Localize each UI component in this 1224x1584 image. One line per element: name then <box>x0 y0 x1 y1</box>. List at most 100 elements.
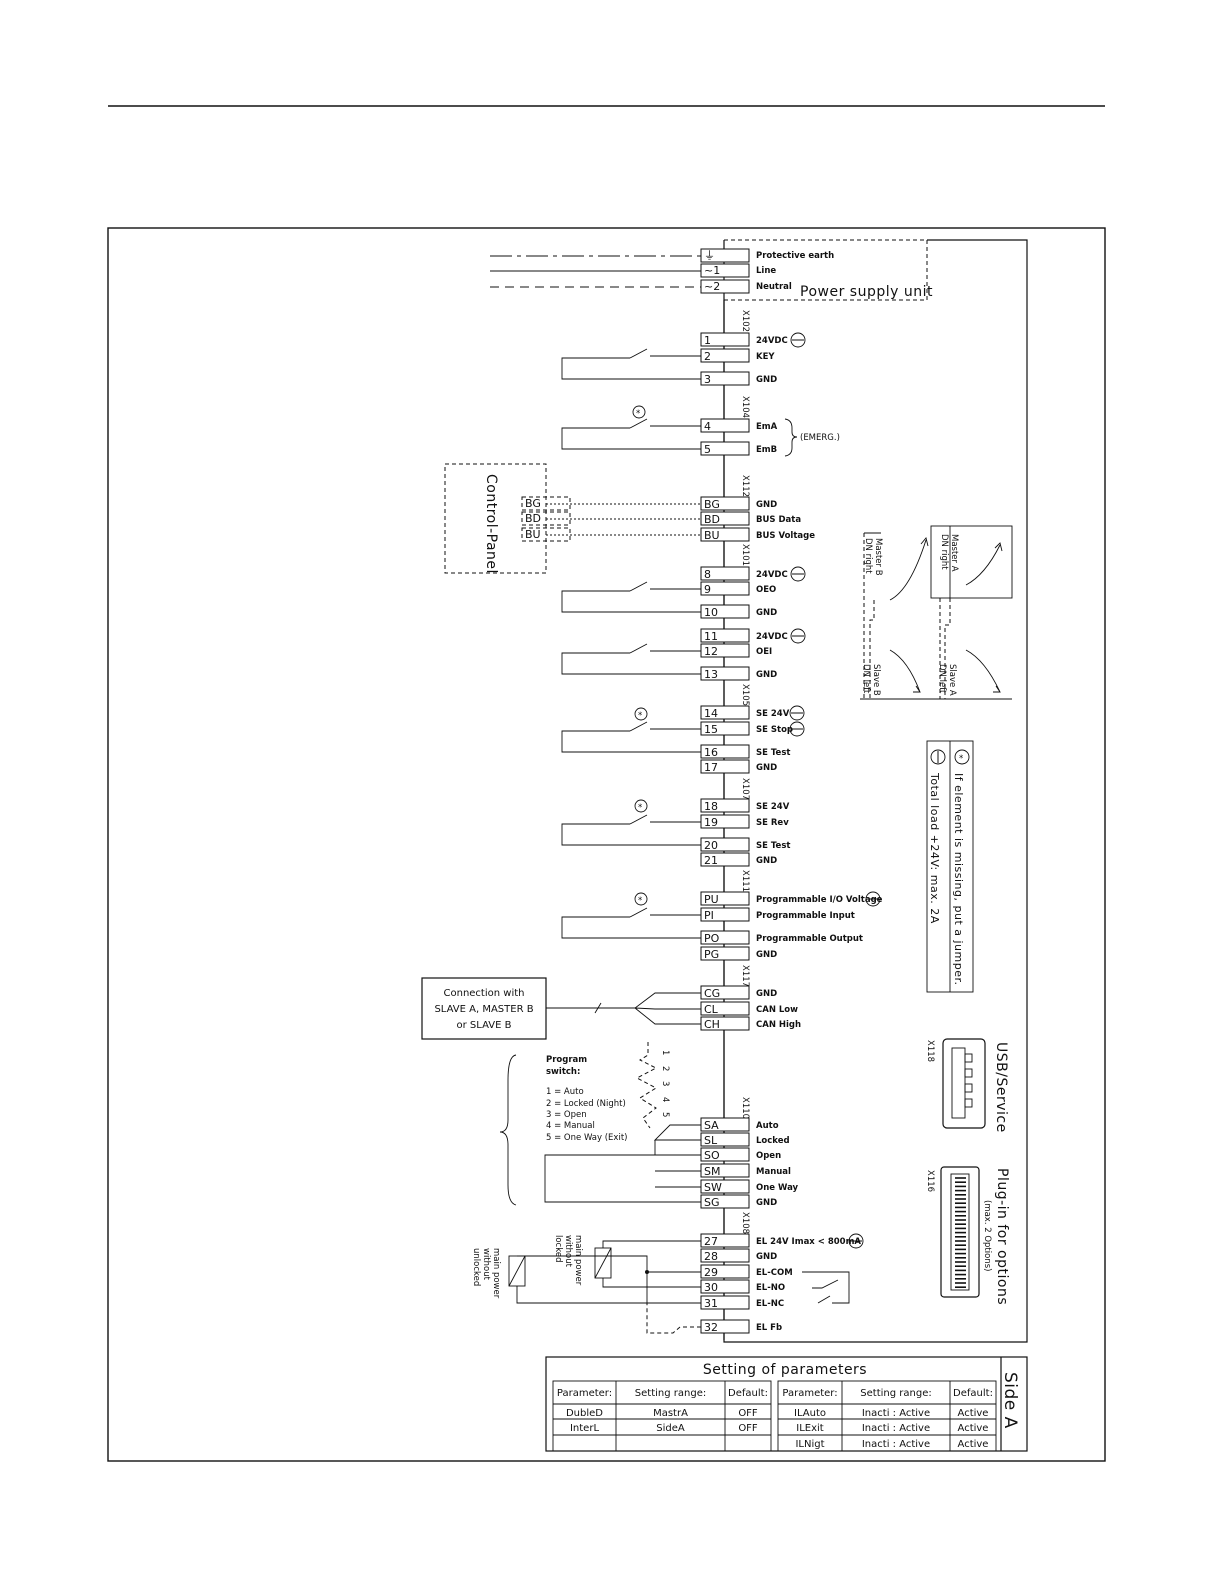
unlocked-label-1: unlocked <box>471 1248 481 1286</box>
terminal-label: Programmable Input <box>756 911 855 921</box>
switch-option-5: 5 = One Way (Exit) <box>546 1133 627 1143</box>
terminal-pin: 9 <box>704 583 711 596</box>
connector-x102: X102 <box>740 310 750 332</box>
terminal-pin: PU <box>704 893 719 906</box>
terminal-pin: 15 <box>704 723 718 736</box>
connector-x107: X107 <box>740 778 750 800</box>
connector-x101: X101 <box>740 544 750 566</box>
load-marker-icon <box>848 1233 864 1249</box>
terminal-label: GND <box>756 1252 777 1262</box>
connection-line-2: SLAVE A, MASTER B <box>434 1004 533 1015</box>
terminal-label: GND <box>756 500 777 510</box>
terminal-pin: SG <box>704 1196 720 1209</box>
legend-circle-icon <box>930 749 946 765</box>
load-marker-icon <box>790 332 806 348</box>
terminal-pin: 13 <box>704 668 718 681</box>
terminal-pin: SO <box>704 1149 720 1162</box>
connection-line-1: Connection with <box>444 988 525 999</box>
param-cell: ILAuto <box>794 1408 826 1419</box>
switch-pos-2: 2 <box>660 1066 670 1071</box>
switch-pos-1: 1 <box>660 1050 670 1055</box>
connector-x105: X105 <box>740 684 750 706</box>
cp-pin-bu: BU <box>525 528 541 541</box>
terminal-pin: CG <box>704 987 720 1000</box>
pin-neutral: ~2 <box>704 280 720 293</box>
connector-x112: X112 <box>740 475 750 497</box>
terminal-label: EL-NO <box>756 1283 785 1293</box>
param-header: Default: <box>953 1388 993 1399</box>
svg-text:*: * <box>638 803 642 813</box>
param-cell: Active <box>958 1408 989 1419</box>
terminal-box <box>700 930 750 945</box>
terminal-label: GND <box>756 375 777 385</box>
slave-b-label: Slave B <box>871 664 881 696</box>
terminal-pin: BG <box>704 498 720 511</box>
power-supply-unit: Power supply unit <box>724 239 932 301</box>
terminal-bg: BG GND <box>700 496 777 511</box>
terminal-box <box>700 1117 750 1132</box>
master-b-label: Master B <box>873 538 883 576</box>
terminal-pin: 17 <box>704 761 718 774</box>
terminal-box <box>700 946 750 961</box>
control-panel-title: Control-Panel <box>483 474 499 574</box>
plugin-slot: X116 Plug-in for options (max. 2 Options… <box>925 1166 1010 1305</box>
terminal-pi: PI Programmable Input <box>700 907 855 922</box>
param-header: Setting range: <box>635 1388 706 1399</box>
terminal-box <box>700 511 750 526</box>
dn-right-a-label: DN right <box>939 534 949 570</box>
terminal-box <box>700 759 750 774</box>
terminal-label: GND <box>756 989 777 999</box>
terminal-pin: 18 <box>704 800 718 813</box>
terminal-label: EL Fb <box>756 1323 782 1333</box>
connector-x104: X104 <box>740 396 750 418</box>
param-header: Parameter: <box>782 1388 837 1399</box>
terminal-box <box>700 441 750 456</box>
plugin-icon <box>940 1166 980 1298</box>
param-cell: OFF <box>738 1423 758 1434</box>
cp-pin-bg: BG <box>525 497 541 510</box>
param-header: Parameter: <box>557 1388 612 1399</box>
terminal-pin: 32 <box>704 1321 718 1334</box>
terminal-label: Manual <box>756 1167 791 1177</box>
terminal-pin: PG <box>704 948 719 961</box>
terminal-label: SE Rev <box>756 818 789 828</box>
switch-pos-3: 3 <box>660 1081 670 1086</box>
switch-wiring <box>561 348 701 939</box>
terminal-box <box>700 798 750 813</box>
switch-pos-4: 4 <box>660 1097 670 1102</box>
terminal-pin: PI <box>704 909 714 922</box>
terminal-label: Auto <box>756 1121 779 1131</box>
control-panel: Control-Panel BG BD BU <box>444 463 701 574</box>
param-cell: Active <box>958 1439 989 1450</box>
star-marker-icon: * <box>634 799 648 813</box>
terminal-label: CAN High <box>756 1020 801 1030</box>
parameter-title: Setting of parameters <box>703 1362 867 1378</box>
terminal-label: GND <box>756 950 777 960</box>
terminal-label: EL 24V Imax < 800mA <box>756 1237 861 1247</box>
param-cell: Inacti : Active <box>862 1439 930 1450</box>
terminal-pin: 14 <box>704 707 718 720</box>
terminal-pin: SM <box>704 1165 720 1178</box>
terminal-pin: 2 <box>704 350 711 363</box>
switch-option-3: 3 = Open <box>546 1110 587 1120</box>
emerg-brace: (EMERG.) <box>784 418 840 457</box>
side-label: Side A <box>1000 1372 1020 1429</box>
terminal-box <box>700 418 750 433</box>
terminal-box <box>700 628 750 643</box>
param-cell: Active <box>958 1423 989 1434</box>
param-cell: Inacti : Active <box>862 1423 930 1434</box>
program-switch: Program switch: 1 = Auto 2 = Locked (Nig… <box>499 1042 701 1206</box>
terminal-box <box>700 1132 750 1147</box>
terminal-box <box>700 1233 750 1248</box>
